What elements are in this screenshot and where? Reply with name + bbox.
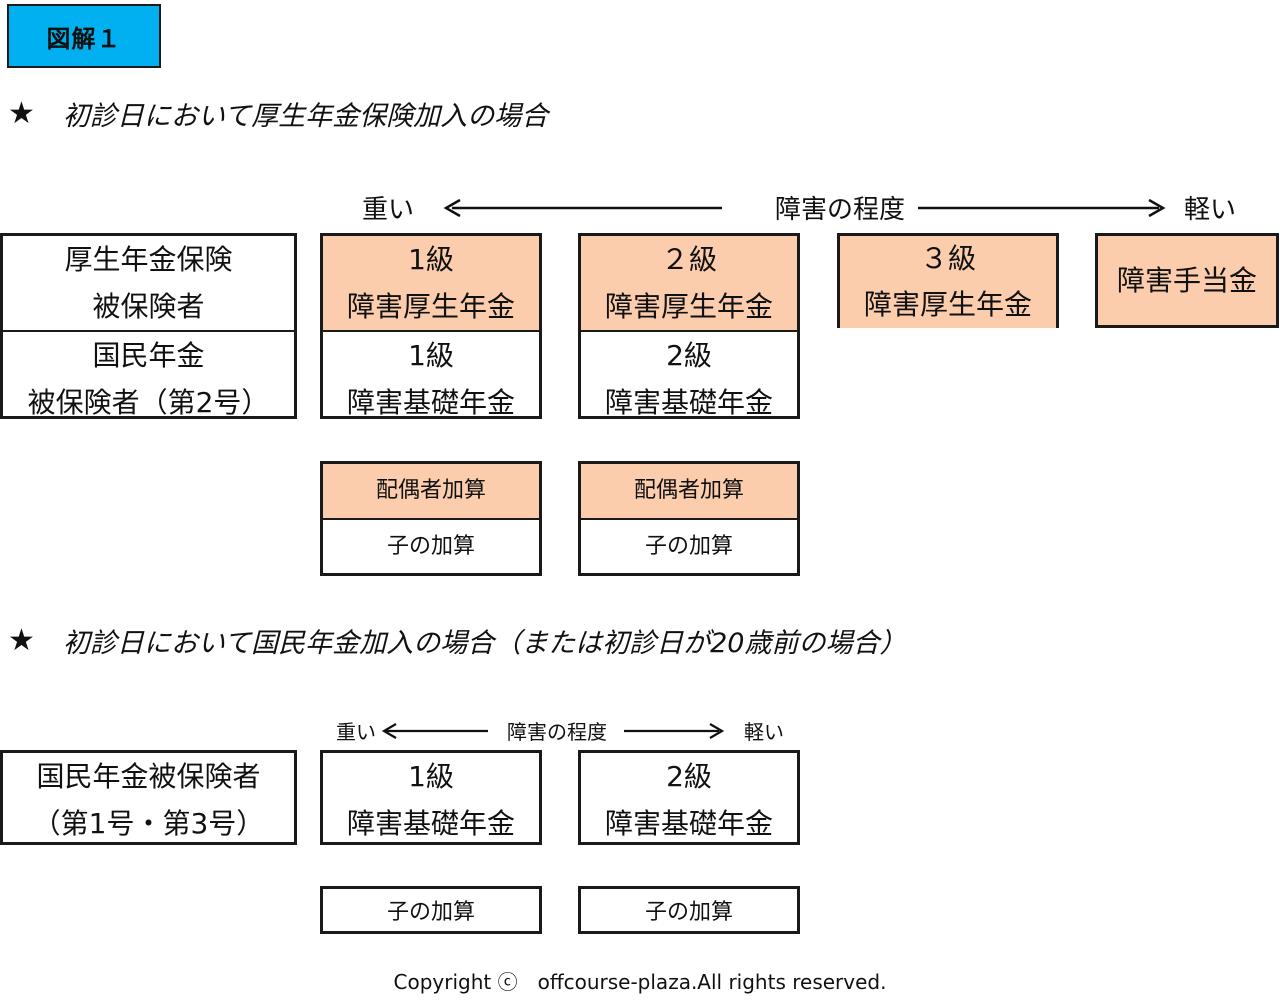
grade1-kiso-grade: 1級 [408,339,454,372]
allowance-cell: 障害手当金 [1098,236,1276,325]
grade2-kiso-cell: 2級 障害基礎年金 [581,330,797,426]
child-addition-label: 子の加算 [644,900,733,925]
arrow-right-light [624,723,725,739]
spouse-addition-cell: 配偶者加算 [581,464,797,518]
basic-grade1-grade: 1級 [408,760,454,793]
section2-heading-text: 初診日において国民年金加入の場合（または初診日が20歳前の場合） [62,628,907,659]
basic-grade1-box: 1級 障害基礎年金 [320,750,542,845]
scale-heavy-label: 重い [362,195,415,225]
scale-severity-label: 障害の程度 [507,720,607,744]
grade1-kosei-name: 障害厚生年金 [346,290,515,323]
grade3-kosei-cell: ３級 障害厚生年金 [840,236,1056,328]
grade1-kiso-cell: 1級 障害基礎年金 [323,330,539,426]
child-addition-box-grade2: 子の加算 [578,886,800,934]
basic-grade2-name: 障害基礎年金 [604,807,773,840]
basic-grade2-grade: 2級 [666,760,712,793]
grade2-box: ２級 障害厚生年金 2級 障害基礎年金 [578,233,800,419]
insured-national-line2: （第1号・第3号） [32,807,265,840]
scale-light-label: 軽い [1184,195,1237,225]
insured-national-cell: 国民年金被保険者 （第1号・第3号） [3,753,294,847]
basic-grade1-cell: 1級 障害基礎年金 [323,753,539,847]
spouse-addition-cell: 配偶者加算 [323,464,539,518]
section1-heading-text: 初診日において厚生年金保険加入の場合 [62,101,549,132]
grade2-kiso-name: 障害基礎年金 [604,386,773,419]
grade1-kosei-cell: 1級 障害厚生年金 [323,236,539,330]
child-addition-cell: 子の加算 [323,889,539,936]
section2-heading: ★ 初診日において国民年金加入の場合（または初診日が20歳前の場合） [8,621,906,660]
insured-box-national: 国民年金被保険者 （第1号・第3号） [0,750,297,845]
allowance-name: 障害手当金 [1116,264,1257,297]
insured-kokumin-line1: 国民年金 [92,339,205,372]
addition-box-grade2: 配偶者加算 子の加算 [578,461,800,576]
scale-severity-label: 障害の程度 [775,195,906,225]
grade2-kiso-grade: 2級 [666,339,712,372]
grade2-kosei-cell: ２級 障害厚生年金 [581,236,797,330]
grade1-kosei-grade: 1級 [408,243,454,276]
insured-cell-kosei: 厚生年金保険 被保険者 [3,236,294,330]
grade2-kosei-grade: ２級 [660,243,717,276]
child-addition-cell: 子の加算 [323,517,539,574]
child-addition-label: 子の加算 [386,533,475,559]
insured-kosei-line2: 被保険者 [92,290,205,323]
grade3-box: ３級 障害厚生年金 [837,233,1059,328]
star-icon: ★ [8,623,35,658]
child-addition-label: 子の加算 [644,533,733,559]
arrow-left-heavy [381,723,488,739]
basic-grade2-box: 2級 障害基礎年金 [578,750,800,845]
insured-national-line1: 国民年金被保険者 [36,760,261,793]
arrow-right-light [918,198,1166,218]
scale-light-label: 軽い [744,720,784,744]
spouse-addition-label: 配偶者加算 [375,478,486,504]
grade1-kiso-name: 障害基礎年金 [346,386,515,419]
grade3-grade: ３級 [919,242,976,275]
basic-grade1-name: 障害基礎年金 [346,807,515,840]
addition-box-grade1: 配偶者加算 子の加算 [320,461,542,576]
child-addition-cell: 子の加算 [581,517,797,574]
insured-kokumin-line2: 被保険者（第2号） [27,386,270,419]
child-addition-box-grade1: 子の加算 [320,886,542,934]
star-icon: ★ [8,96,35,131]
insured-cell-kokumin: 国民年金 被保険者（第2号） [3,330,294,426]
grade1-box: 1級 障害厚生年金 1級 障害基礎年金 [320,233,542,419]
child-addition-cell: 子の加算 [581,889,797,936]
scale-heavy-label: 重い [336,720,376,744]
child-addition-label: 子の加算 [386,900,475,925]
insured-box-employee: 厚生年金保険 被保険者 国民年金 被保険者（第2号） [0,233,297,419]
section1-heading: ★ 初診日において厚生年金保険加入の場合 [8,94,548,133]
allowance-box: 障害手当金 [1095,233,1279,328]
diagram-title-badge: 図解１ [7,4,161,68]
grade3-name: 障害厚生年金 [863,288,1032,321]
basic-grade2-cell: 2級 障害基礎年金 [581,753,797,847]
arrow-left-heavy [443,198,722,218]
spouse-addition-label: 配偶者加算 [633,478,744,504]
grade2-kosei-name: 障害厚生年金 [604,290,773,323]
copyright-notice: Copyright ⓒ offcourse-plaza.All rights r… [393,970,887,994]
insured-kosei-line1: 厚生年金保険 [64,243,233,276]
